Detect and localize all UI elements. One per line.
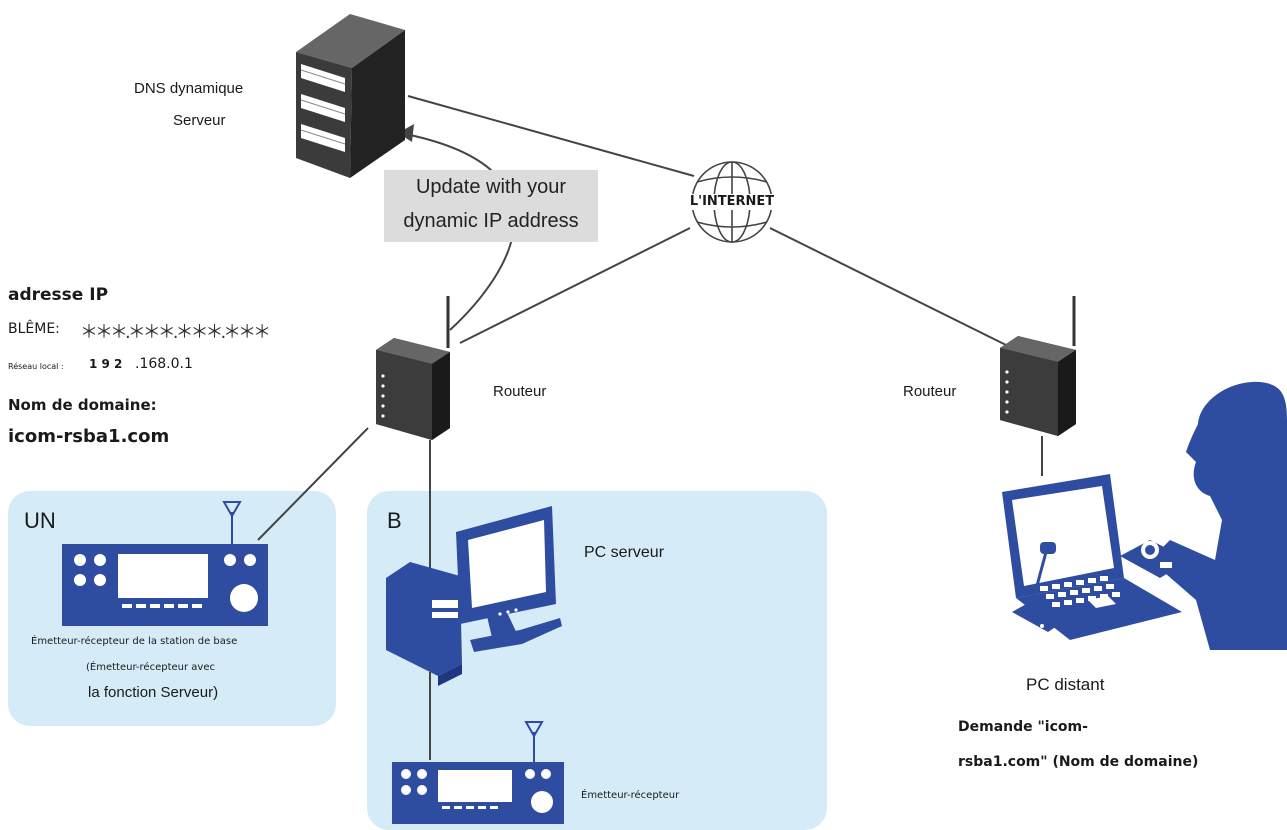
server-icon: [296, 14, 405, 178]
dns-label-line1: DNS dynamique: [134, 80, 244, 97]
server-pc-icon: [386, 506, 562, 686]
panel-a-tag: UN: [24, 508, 56, 533]
connection-lines: [257, 95, 1043, 760]
lan-value-bold: 1 9 2: [89, 357, 123, 371]
panel-a-caption3: la fonction Serveur): [88, 684, 219, 701]
lan-label: Réseau local :: [8, 362, 64, 371]
domain-label: Nom de domaine:: [8, 396, 157, 414]
transceiver-a-icon: [62, 501, 268, 626]
panel-b-tag: B: [387, 508, 402, 533]
router-right-icon: [1000, 296, 1076, 436]
internet-label: L'INTERNET: [680, 194, 784, 210]
domain-value: icom-rsba1.com: [8, 426, 170, 447]
wan-value: ＊＊＊.＊＊＊.＊＊＊.＊＊＊: [80, 322, 271, 343]
transceiver-b-icon: [392, 721, 564, 824]
remote-operator-icon: [1002, 381, 1287, 650]
panel-a-caption2: (Émetteur-récepteur avec: [86, 662, 215, 673]
lan-value-rest: .168.0.1: [135, 356, 193, 372]
line-router-radio-a: [257, 427, 369, 541]
callout-line2: dynamic IP address: [403, 210, 579, 232]
panel-a-caption1: Émetteur-récepteur de la station de base: [31, 636, 238, 647]
server-pc-label: PC serveur: [584, 544, 665, 561]
remote-pc-label: PC distant: [1026, 675, 1105, 694]
router-right-label: Routeur: [903, 383, 957, 400]
dns-label-line2: Serveur: [173, 112, 226, 129]
remote-request-line2: rsba1.com" (Nom de domaine): [958, 754, 1199, 770]
update-callout: Update with your dynamic IP address: [384, 170, 598, 242]
wan-label: BLÊME:: [8, 321, 60, 337]
callout-line1: Update with your: [415, 176, 567, 198]
ip-heading: adresse IP: [8, 285, 109, 305]
remote-request-line1: Demande "icom-: [958, 719, 1088, 735]
line-internet-router-left: [459, 227, 691, 344]
line-internet-router-right: [769, 227, 1007, 346]
router-left-icon: [376, 296, 450, 440]
router-left-label: Routeur: [493, 383, 547, 400]
line-server-internet: [407, 95, 695, 177]
transceiver-b-label: Émetteur-récepteur: [581, 790, 680, 801]
